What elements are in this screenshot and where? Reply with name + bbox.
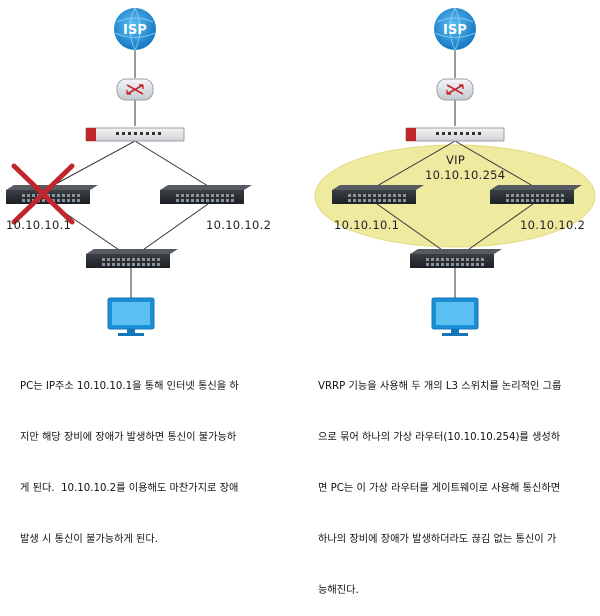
router-icon bbox=[436, 78, 474, 101]
right-links bbox=[376, 48, 534, 298]
right-caption: VRRP 기능을 사용해 두 개의 L3 스위치를 논리적인 그룹 으로 묶어 … bbox=[318, 344, 561, 616]
failure-x-icon bbox=[11, 163, 75, 225]
right-switch-a-ip: 10.10.10.1 bbox=[334, 218, 400, 232]
caption-line: VRRP 기능을 사용해 두 개의 L3 스위치를 논리적인 그룹 bbox=[318, 381, 562, 392]
caption-line: 으로 묶어 하나의 가상 라우터(10.10.10.254)를 생성하 bbox=[318, 432, 561, 443]
l3-switch-a-icon bbox=[332, 185, 424, 204]
link-firewall-switch-b bbox=[134, 140, 209, 187]
left-caption: PC는 IP주소 10.10.10.1을 통해 인터넷 통신을 하 지만 해당 … bbox=[20, 344, 239, 565]
router-icon bbox=[116, 78, 154, 101]
vip-address: 10.10.10.254 bbox=[425, 168, 506, 182]
caption-line: 면 PC는 이 가상 라우터를 게이트웨이로 사용해 통신하면 bbox=[318, 483, 561, 494]
caption-line: 능해진다. bbox=[318, 585, 359, 596]
pc-monitor-icon bbox=[431, 297, 479, 336]
vip-zone bbox=[314, 144, 596, 248]
link-switch-b-access-r bbox=[464, 203, 534, 253]
isp-cloud-icon: ISP bbox=[114, 7, 156, 51]
access-switch-icon bbox=[86, 249, 178, 268]
link-firewall-switch-b-r bbox=[454, 140, 534, 187]
isp-label: ISP bbox=[443, 23, 467, 38]
network-diagram: ISP bbox=[6, 7, 596, 336]
access-switch-icon bbox=[410, 249, 502, 268]
l3-switch-b-icon bbox=[490, 185, 582, 204]
right-topology: ISP bbox=[314, 7, 596, 336]
l3-switch-b-icon bbox=[160, 185, 252, 204]
left-switch-b-ip: 10.10.10.2 bbox=[206, 218, 272, 232]
pc-monitor-icon bbox=[107, 297, 155, 336]
left-topology: ISP bbox=[6, 7, 252, 336]
caption-line: PC는 IP주소 10.10.10.1을 통해 인터넷 통신을 하 bbox=[20, 381, 239, 392]
right-switch-b-ip: 10.10.10.2 bbox=[520, 218, 586, 232]
caption-line: 발생 시 통신이 불가능하게 된다. bbox=[20, 534, 159, 545]
link-switch-b-access bbox=[139, 203, 209, 253]
link-firewall-switch-a-r bbox=[376, 140, 456, 187]
firewall-icon bbox=[405, 127, 505, 142]
isp-label: ISP bbox=[123, 23, 147, 38]
link-firewall-switch-a bbox=[51, 140, 136, 187]
link-switch-a-access-r bbox=[376, 203, 446, 253]
left-switch-a-ip: 10.10.10.1 bbox=[6, 218, 72, 232]
caption-line: 지만 해당 장비에 장애가 발생하면 통신이 불가능하 bbox=[20, 432, 237, 443]
firewall-icon bbox=[85, 127, 185, 142]
vip-label: VIP bbox=[446, 153, 466, 167]
caption-line: 게 된다. 10.10.10.2를 이용해도 마찬가지로 장애 bbox=[20, 483, 239, 494]
caption-line: 하나의 장비에 장애가 발생하더라도 끊김 없는 통신이 가 bbox=[318, 534, 557, 545]
isp-cloud-icon: ISP bbox=[434, 7, 476, 51]
